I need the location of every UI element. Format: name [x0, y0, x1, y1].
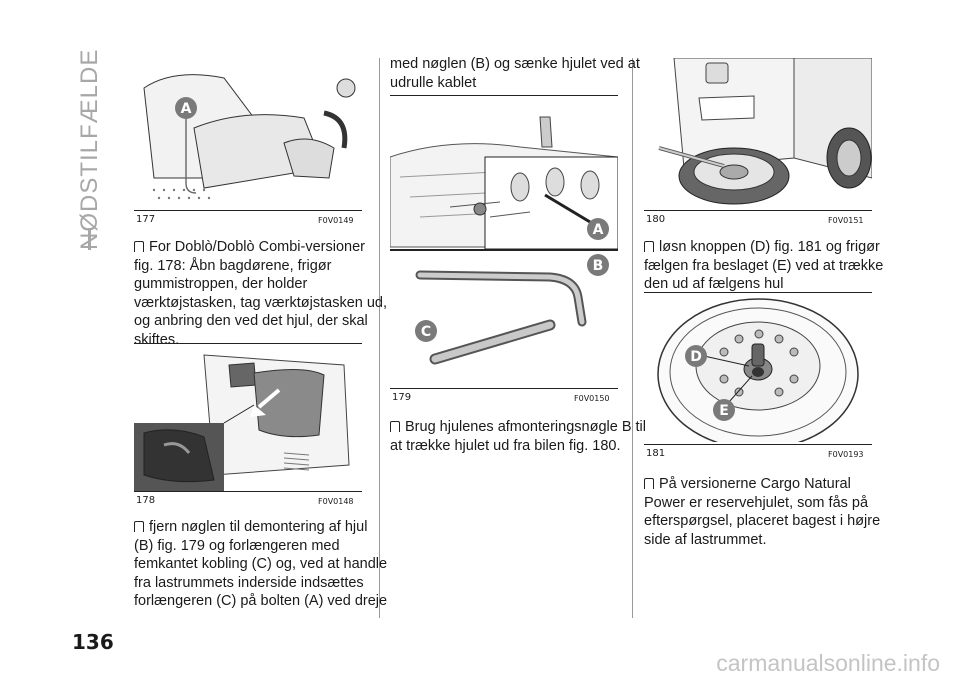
figure-code: F0V0193 [828, 450, 864, 459]
callout-c: C [415, 320, 437, 342]
svg-text:D: D [690, 349, 702, 365]
figure-number: 178 [136, 495, 156, 506]
paragraph: løsn knoppen (D) fig. 181 og frigør fælg… [644, 239, 884, 293]
svg-text:A: A [181, 101, 192, 117]
column-divider [632, 58, 633, 618]
figure-number: 177 [136, 214, 156, 225]
figure-rule [644, 444, 872, 445]
paragraph: På versionerne Cargo Natural Power er re… [644, 476, 881, 548]
figure-code: F0V0149 [318, 216, 354, 225]
figure-181-illustration: D E [644, 294, 872, 442]
figure-rule [644, 292, 872, 293]
bullet-icon [644, 478, 654, 489]
callout-a: A [587, 218, 609, 240]
figure-rule [644, 210, 872, 211]
section-marker [88, 228, 91, 250]
bullet-icon [644, 241, 654, 252]
figure-code: F0V0150 [574, 394, 610, 403]
figure-code: F0V0151 [828, 216, 864, 225]
svg-text:A: A [593, 222, 604, 238]
bullet-icon [134, 241, 144, 252]
figure-code: F0V0148 [318, 497, 354, 506]
bullet-icon [134, 521, 144, 532]
svg-text:C: C [421, 324, 431, 340]
figure-rule [134, 491, 362, 492]
figure-rule [390, 95, 618, 96]
figure-179-illustration: A B C [390, 97, 618, 387]
paragraph: For Doblò/Doblò Combi-versioner fig. 178… [134, 239, 388, 348]
paragraph: Brug hjulenes afmonteringsnøgle B til at… [390, 419, 646, 454]
paragraph: fjern nøglen til demontering af hjul (B)… [134, 519, 388, 610]
figure-178-illustration [134, 345, 362, 491]
figure-number: 180 [646, 214, 666, 225]
callout-e: E [713, 399, 735, 421]
svg-text:E: E [719, 403, 729, 419]
page-number: 136 [72, 630, 114, 654]
figure-number: 179 [392, 392, 412, 403]
svg-text:B: B [593, 258, 604, 274]
section-title: NØDSTILFÆLDE [76, 48, 103, 250]
figure-rule [134, 343, 362, 344]
watermark: carmanualsonline.info [716, 650, 940, 676]
column-divider [379, 58, 380, 618]
bullet-icon [390, 421, 400, 432]
figure-180-illustration [644, 58, 872, 208]
figure-177-illustration: A [134, 58, 362, 208]
figure-rule [390, 388, 618, 389]
figure-number: 181 [646, 448, 666, 459]
callout-a: A [175, 97, 197, 119]
callout-b: B [587, 254, 609, 276]
callout-d: D [685, 345, 707, 367]
figure-rule [134, 210, 362, 211]
paragraph: med nøglen (B) og sænke hjulet ved at ud… [390, 56, 640, 91]
